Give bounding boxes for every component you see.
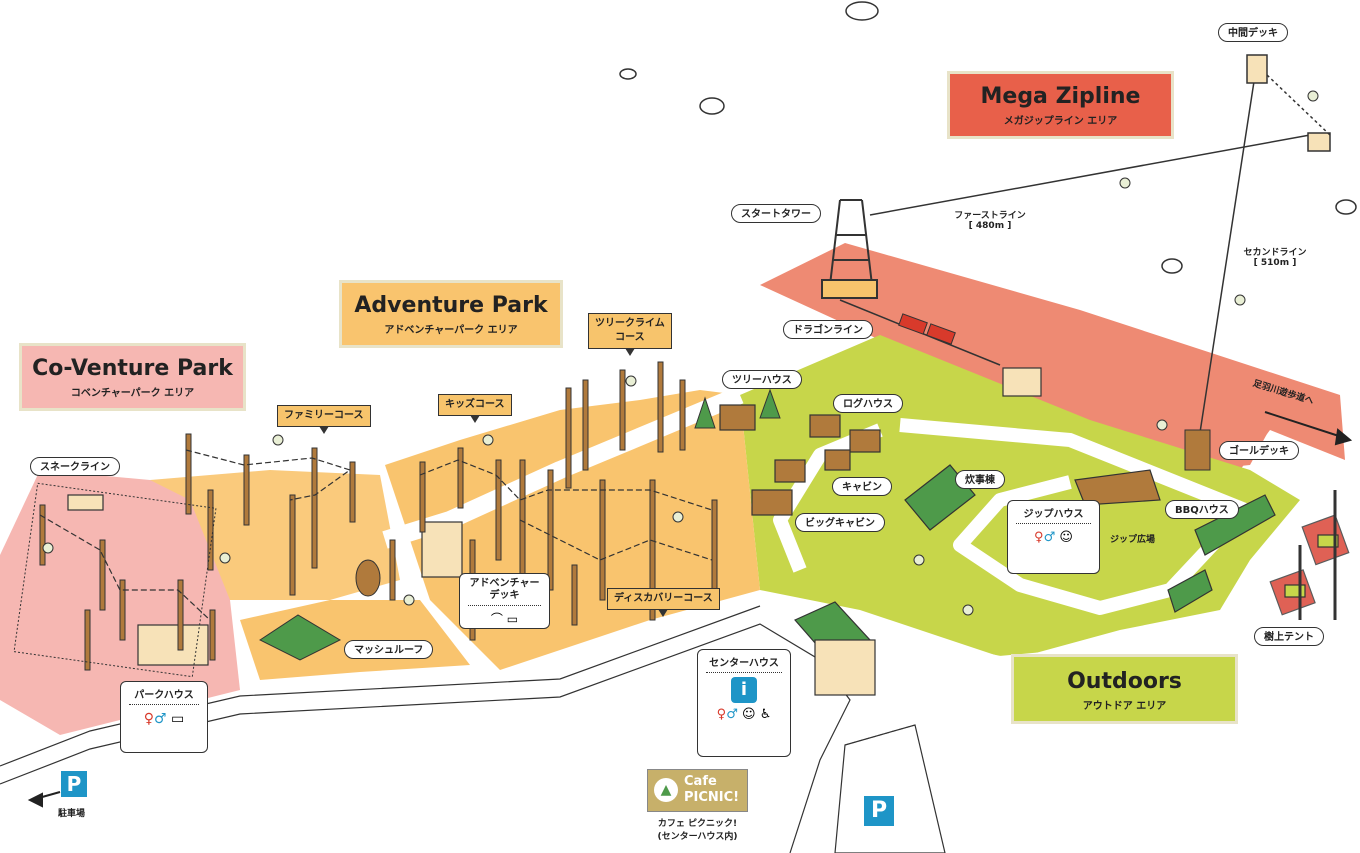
- card-center-house-title: センターハウス: [709, 658, 779, 669]
- middle-deck: [1246, 54, 1331, 152]
- cafe-caption: カフェ ピクニック! (センターハウス内): [657, 819, 738, 842]
- toilet-icon: ♂: [726, 707, 738, 722]
- parking-icon: P: [61, 771, 87, 797]
- label-mush-roof: マッシュルーフ: [344, 640, 434, 659]
- first-line-length: [ 480m ]: [968, 221, 1012, 231]
- label-tree-climb: ツリークライム コース: [588, 313, 672, 349]
- label-tree-house: ツリーハウス: [722, 370, 802, 389]
- zipline-wires: [869, 74, 1311, 466]
- card-adventure-deck-title: アドベンチャー デッキ: [469, 578, 540, 601]
- facility-icons: ♀♂ ☺ ♿: [698, 705, 790, 725]
- label-big-cabin: ビッグキャビン: [795, 513, 885, 532]
- facility-icons: ♀♂ ☺: [1008, 528, 1099, 548]
- hanger-icon: ⌒: [490, 612, 503, 626]
- card-adventure-deck: アドベンチャー デッキ ⌒ ▭: [459, 573, 550, 629]
- toilet-icon: ♀: [716, 707, 727, 722]
- arrow-right-icon: [1264, 411, 1353, 446]
- label-cabin: キャビン: [832, 477, 892, 496]
- outdoors-title: Outdoors アウトドア エリア: [1011, 654, 1238, 724]
- rope-courses: [39, 449, 713, 621]
- info-icon: i: [731, 677, 757, 703]
- cloud-icon: [619, 1, 1357, 274]
- label-bbq-house: BBQハウス: [1165, 500, 1239, 519]
- toilet-icon: ♂: [154, 711, 167, 727]
- label-cooking: 炊事棟: [955, 470, 1005, 489]
- adventure-poles: [39, 361, 718, 671]
- person-icon: [42, 90, 1319, 616]
- toilet-icon: ♀: [143, 711, 154, 727]
- card-park-house: パークハウス ♀♂ ▭: [120, 681, 208, 753]
- adventure-title: Adventure Park アドベンチャーパーク エリア: [339, 280, 563, 348]
- wheelchair-icon: ♿: [759, 707, 772, 722]
- tree-icon: ▲: [654, 778, 678, 802]
- buildings: [67, 367, 1276, 696]
- second-line-name: セカンドライン: [1243, 248, 1307, 258]
- baby-icon: ☺: [1059, 530, 1073, 545]
- cafe-picnic-sign: ▲ Cafe PICNIC!: [647, 769, 748, 812]
- vending-icon: ▭: [171, 711, 185, 727]
- label-kids-course: キッズコース: [438, 394, 512, 416]
- adventure-title-en: Adventure Park: [354, 293, 548, 318]
- outdoors-title-en: Outdoors: [1067, 669, 1182, 694]
- toilet-icon: ♂: [1043, 530, 1056, 545]
- coventure-title-ja: コベンチャーパーク エリア: [70, 388, 195, 399]
- card-jip-house-title: ジップハウス: [1023, 509, 1084, 520]
- tree-tent: [1269, 490, 1350, 620]
- parking-icon: P: [864, 796, 894, 826]
- parking-lot: [834, 724, 946, 853]
- coventure-title-en: Co-Venture Park: [32, 356, 233, 381]
- label-parking: 駐車場: [58, 809, 86, 819]
- label-snake-line: スネークライン: [30, 457, 120, 476]
- label-first-line: ファーストライン [ 480m ]: [940, 208, 1040, 231]
- first-line-name: ファーストライン: [954, 211, 1026, 221]
- baby-icon: ☺: [741, 707, 756, 722]
- label-jip-plaza: ジップ広場: [1110, 535, 1156, 545]
- adventure-title-ja: アドベンチャーパーク エリア: [384, 325, 518, 336]
- label-start-tower: スタートタワー: [731, 204, 821, 223]
- label-family-course: ファミリーコース: [277, 405, 371, 427]
- tree-icon: [694, 388, 781, 429]
- zipline-title-en: Mega Zipline: [980, 84, 1141, 109]
- goal-deck-structure: [1184, 429, 1211, 471]
- card-park-house-title: パークハウス: [134, 690, 194, 701]
- label-tree-tent: 樹上テント: [1254, 627, 1324, 646]
- cafe-line2: PICNIC!: [684, 790, 740, 805]
- label-discovery: ディスカバリーコース: [607, 588, 720, 610]
- mush-roof-structure: [259, 614, 342, 661]
- locker-icon: ▭: [506, 612, 519, 626]
- label-dragon-line: ドラゴンライン: [783, 320, 873, 339]
- zipline-title: Mega Zipline メガジップライン エリア: [947, 71, 1174, 139]
- toilet-icon: ♀: [1034, 530, 1044, 545]
- label-goal-deck: ゴールデッキ: [1219, 441, 1299, 460]
- facility-icons: ⌒ ▭: [460, 610, 549, 627]
- dragon-line-rail: [839, 299, 1001, 366]
- start-tower: [821, 199, 878, 299]
- card-center-house: センターハウス i ♀♂ ☺ ♿: [697, 649, 791, 757]
- second-line-length: [ 510m ]: [1253, 258, 1297, 268]
- zipline-title-ja: メガジップライン エリア: [1003, 116, 1118, 127]
- label-log-house: ログハウス: [833, 394, 903, 413]
- coventure-title: Co-Venture Park コベンチャーパーク エリア: [19, 343, 246, 411]
- facility-icons: ♀♂ ▭: [121, 709, 207, 729]
- card-jip-house: ジップハウス ♀♂ ☺: [1007, 500, 1100, 574]
- label-second-line: セカンドライン [ 510m ]: [1225, 245, 1325, 268]
- label-middle-deck: 中間デッキ: [1218, 23, 1288, 42]
- lantern-icon: [355, 559, 381, 597]
- outdoors-title-ja: アウトドア エリア: [1082, 701, 1167, 712]
- cafe-line1: Cafe: [684, 774, 717, 789]
- coventure-fence: [13, 482, 217, 678]
- arrow-left-icon: [27, 791, 61, 808]
